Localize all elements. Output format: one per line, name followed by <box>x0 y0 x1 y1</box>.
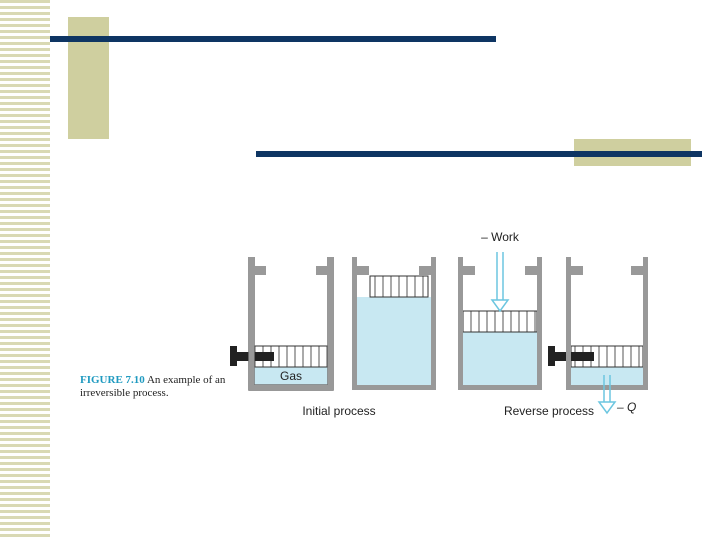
stop-pin-head <box>230 346 237 366</box>
stop-right <box>631 266 643 275</box>
cylinder-initial: Gas <box>230 257 334 391</box>
gas-region <box>571 366 643 385</box>
heat-label: – Q <box>616 400 636 414</box>
figure-label: FIGURE 7.10 <box>80 374 145 386</box>
decorative-stripes <box>0 0 50 540</box>
cylinder-body <box>643 257 648 390</box>
stop-left <box>571 266 583 275</box>
cylinder-expanded <box>352 257 436 390</box>
figure-caption-text: An example of an irreversible process. <box>80 374 226 399</box>
cylinder-body <box>249 257 254 390</box>
piston <box>462 310 538 333</box>
stop-left <box>357 266 369 275</box>
cylinder-base <box>352 385 436 390</box>
stop-right <box>316 266 328 275</box>
cylinder-body <box>458 257 463 390</box>
figure-caption: FIGURE 7.10 An example of an irreversibl… <box>80 374 230 400</box>
cylinder-cooled: – Q <box>548 257 648 415</box>
cylinder-base <box>249 385 333 390</box>
gas-region <box>463 331 537 385</box>
stop-pin-head <box>548 346 555 366</box>
stop-left <box>463 266 475 275</box>
work-label: – Work <box>481 230 520 244</box>
cylinder-base <box>458 385 542 390</box>
stop-left <box>254 266 266 275</box>
cylinder-body <box>537 257 542 390</box>
piston <box>369 275 429 298</box>
gas-region <box>254 366 328 385</box>
cylinder-body <box>352 257 357 390</box>
heat-arrow <box>597 375 617 415</box>
cylinder-body <box>328 257 333 390</box>
work-arrow <box>490 252 510 313</box>
gas-label: Gas <box>280 369 302 383</box>
cylinder-compressed: – Work <box>458 230 542 390</box>
title-rule-top <box>50 36 496 42</box>
initial-process-label: Initial process <box>302 404 375 418</box>
cylinder-body <box>431 257 436 390</box>
stop-pin <box>550 352 594 361</box>
gas-region <box>357 297 431 385</box>
cylinder-body <box>566 257 571 390</box>
cylinder-base <box>566 385 648 390</box>
stop-right <box>419 266 431 275</box>
reverse-process-label: Reverse process <box>504 404 594 418</box>
stop-right <box>525 266 537 275</box>
title-rule-bottom <box>256 151 702 157</box>
